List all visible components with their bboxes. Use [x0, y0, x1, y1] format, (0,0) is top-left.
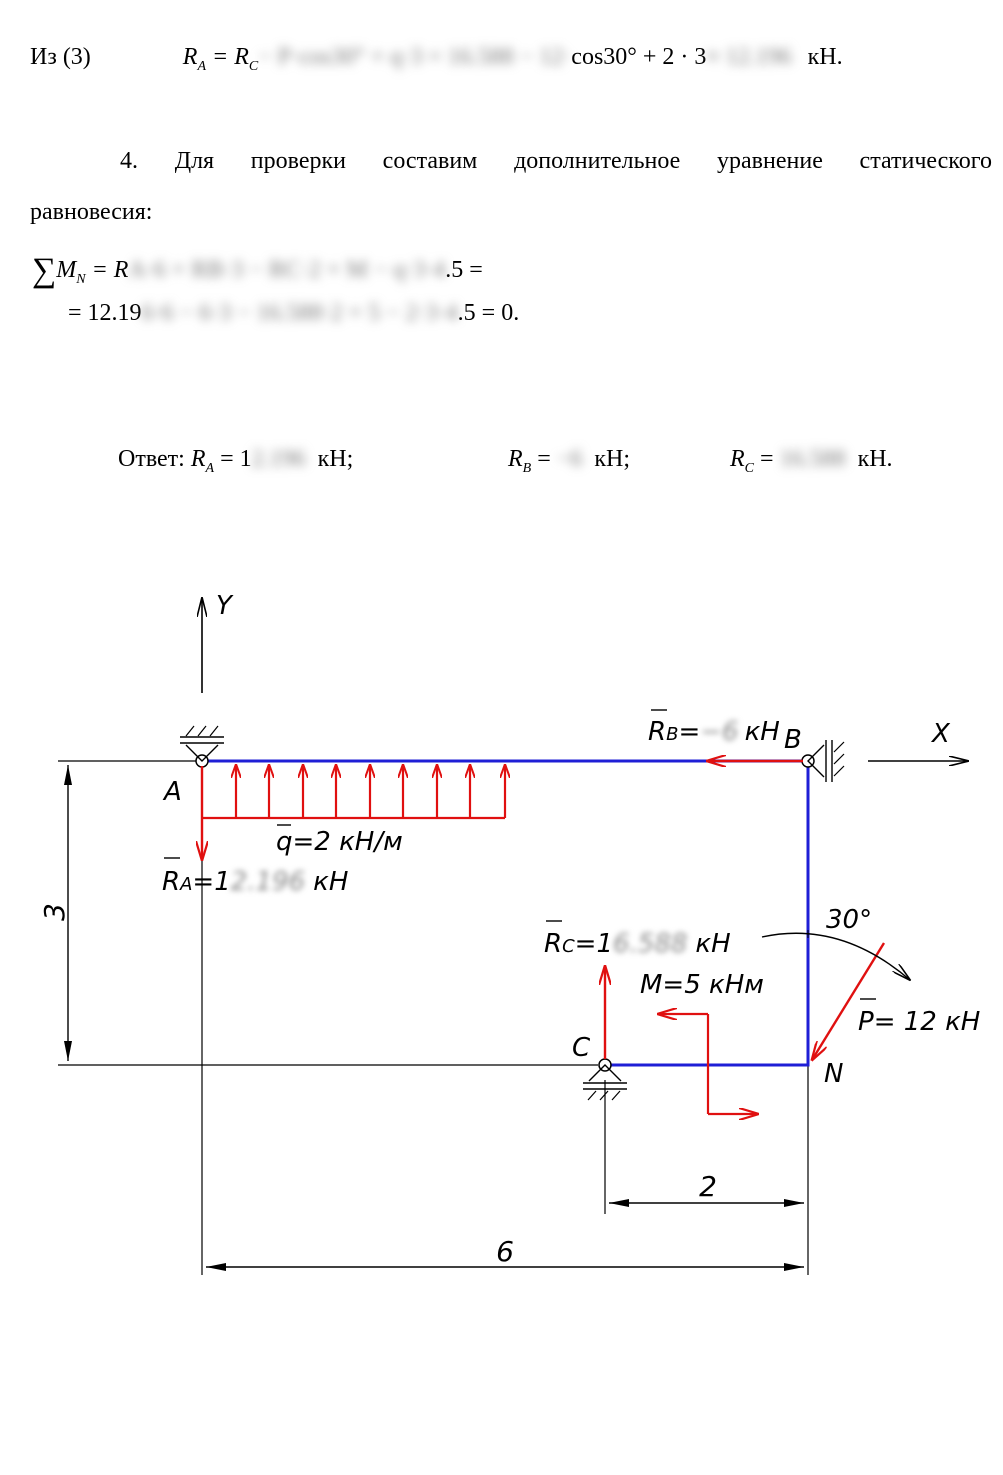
- result-start: = 12.19: [68, 300, 142, 326]
- blurred-result: ≈ 12.196: [706, 44, 792, 70]
- blurred-expression: 6·6 − 6·3 − 16.588·2 + 5 − 2·3·4: [141, 300, 458, 326]
- equation-tail: .5 =: [445, 257, 483, 283]
- equation-ra-from-3: Из (3) RA = RC − P·cos30° + q·3 = 16.588…: [30, 44, 843, 74]
- equals: = 1: [214, 446, 252, 472]
- paragraph-line-b: равновесия:: [30, 199, 153, 225]
- point-a-label: A: [162, 777, 182, 807]
- equals: =: [531, 446, 551, 472]
- paragraph-check: 4. Для проверки составим дополнительное …: [30, 136, 992, 238]
- p-label: P= 12 кН: [858, 1007, 980, 1037]
- subscript: N: [76, 272, 86, 287]
- moment-m: [658, 1014, 758, 1114]
- unit: кН;: [594, 446, 630, 472]
- dimension-6-label: 6: [496, 1235, 514, 1268]
- result-tail: .5 = 0.: [457, 300, 520, 326]
- paragraph-line-a: 4. Для проверки составим дополнительное …: [120, 148, 992, 174]
- y-axis-label: Y: [216, 591, 234, 621]
- subscript: B: [522, 461, 532, 476]
- answer-rc: RC = 16.588 кН.: [730, 446, 893, 476]
- equals-r: = R: [85, 257, 129, 283]
- symbol-m: M: [56, 257, 77, 283]
- equation-prefix: Из (3): [30, 44, 91, 70]
- answer-label: Ответ: RA = 12.196 кН;: [118, 446, 354, 476]
- blurred-value: −6: [556, 446, 583, 472]
- moment-equation: ∑MN = RA·6 + RB·3 − RC·2 + M − q·3·4.5 =: [32, 252, 483, 290]
- answer-rb: RB = −6 кН;: [508, 446, 630, 476]
- equals: =: [754, 446, 774, 472]
- q-label: q=2 кН/м: [276, 827, 403, 857]
- dimension-3-label: 3: [38, 903, 71, 921]
- point-c-label: C: [572, 1033, 591, 1063]
- unit: кН.: [807, 44, 843, 70]
- blurred-expression: − P·cos30° + q·3 = 16.588 − 12·: [258, 44, 572, 70]
- angle-arc: [761, 932, 910, 980]
- moment-equation-result: = 12.196·6 − 6·3 − 16.588·2 + 5 − 2·3·4.…: [68, 300, 519, 327]
- subscript: C: [248, 59, 259, 74]
- subscript: A: [197, 59, 207, 74]
- sum-symbol: ∑: [32, 252, 57, 289]
- frame-structure: [202, 759, 810, 1067]
- subscript: A: [205, 461, 215, 476]
- blurred-expression: A·6 + RB·3 − RC·2 + M − q·3·4: [128, 257, 446, 283]
- moment-label: M=5 кНм: [640, 970, 764, 1000]
- x-axis-label: X: [930, 719, 951, 749]
- distributed-load-q: [202, 765, 505, 820]
- answer-word: Ответ:: [118, 446, 185, 472]
- equals-rc: = R: [206, 44, 249, 70]
- blurred-value: 2.196: [251, 446, 306, 472]
- unit: кН.: [857, 446, 893, 472]
- unit: кН;: [317, 446, 354, 472]
- angle-label: 30°: [826, 905, 872, 935]
- support-a: [180, 725, 224, 768]
- support-c: [583, 1058, 627, 1101]
- symbol-r: R: [190, 446, 206, 472]
- symbol-r: R: [730, 446, 745, 472]
- blurred-value: 16.588: [779, 446, 846, 472]
- subscript: C: [744, 461, 755, 476]
- visible-expression: cos30° + 2 · 3: [571, 44, 707, 70]
- point-n-label: N: [824, 1059, 843, 1089]
- force-p-arrow: [812, 942, 886, 1060]
- symbol-r: R: [182, 44, 198, 70]
- point-b-label: B: [784, 725, 802, 755]
- symbol-r: R: [508, 446, 523, 472]
- dimension-2-label: 2: [699, 1170, 717, 1203]
